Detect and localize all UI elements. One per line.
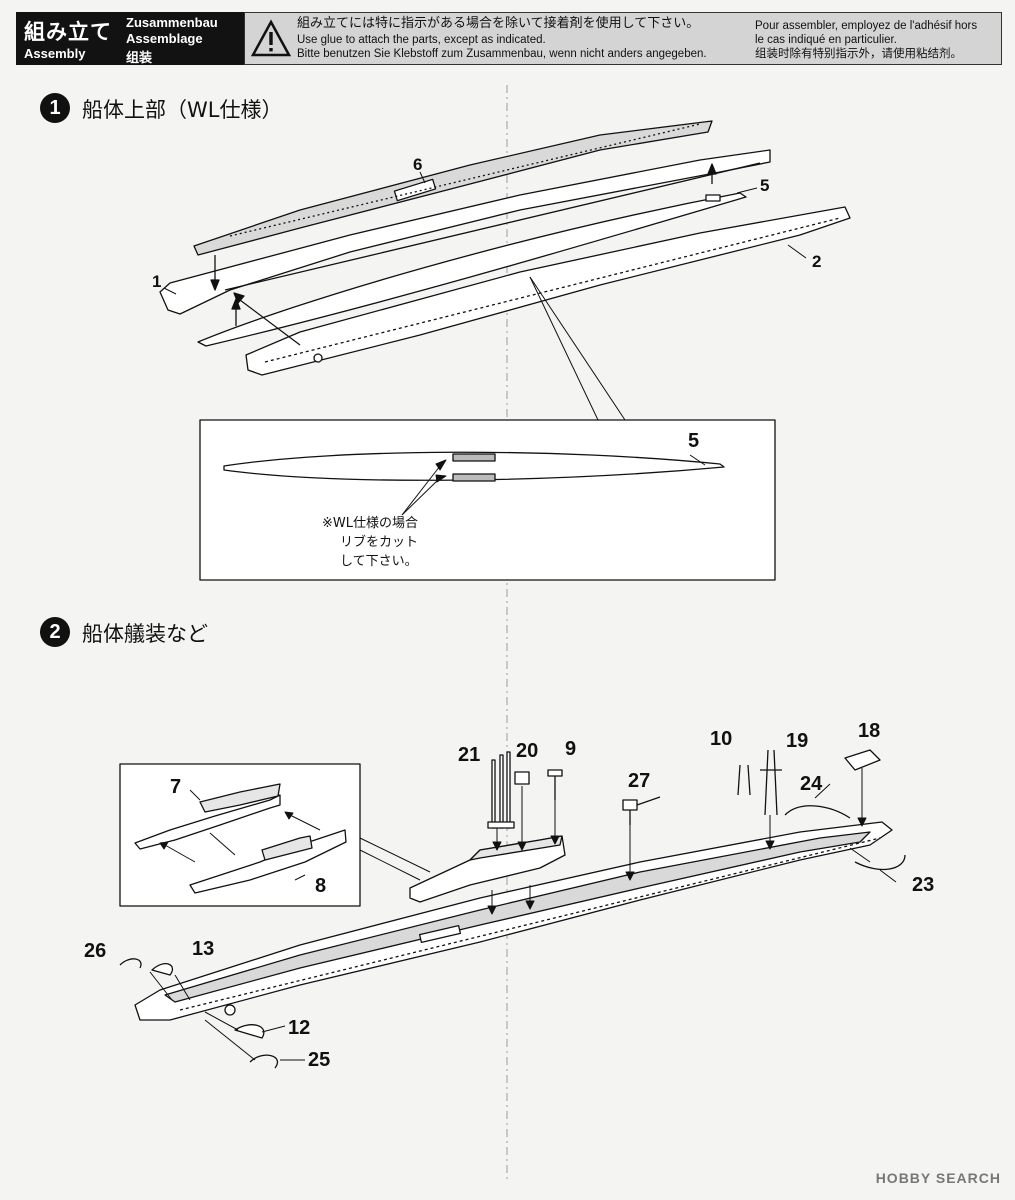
header-title-block: 組み立て Assembly Zusammenbau Assemblage 组装 bbox=[16, 12, 244, 65]
part-label-18: 18 bbox=[858, 720, 881, 742]
step2-main-hull bbox=[134, 821, 893, 1021]
part-label-24: 24 bbox=[800, 773, 823, 795]
part-label-21: 21 bbox=[458, 744, 481, 766]
step2-title: 船体艤装など bbox=[82, 622, 208, 646]
step2-number: 2 bbox=[40, 617, 70, 647]
part-6-deck bbox=[193, 120, 713, 256]
part-label-19: 19 bbox=[786, 730, 809, 752]
inset-part-label-5: 5 bbox=[688, 430, 700, 452]
step1-note-line-1: ※WL仕様の場合 bbox=[322, 516, 418, 531]
conning-tower bbox=[409, 835, 566, 903]
step1-note-line-2: リブをカット bbox=[340, 535, 419, 550]
step1-arrows bbox=[210, 163, 717, 346]
warning-text-de: Bitte benutzen Sie Klebstoff zum Zusamme… bbox=[297, 48, 707, 60]
part-label-20: 20 bbox=[516, 740, 539, 762]
part-2-hull bbox=[245, 206, 851, 376]
part-label-8: 8 bbox=[315, 875, 327, 897]
part-27 bbox=[622, 796, 661, 825]
warning-text-cn: 组装时除有特别指示外，请使用粘结剂。 bbox=[755, 48, 962, 60]
header-warning-block: 組み立てには特に指示がある場合を除いて接着剤を使用して下さい。 Use glue… bbox=[244, 12, 1002, 65]
part-10 bbox=[737, 764, 751, 796]
part-label-13: 13 bbox=[192, 938, 215, 960]
warning-text-fr-2: le cas indiqué en particulier. bbox=[755, 34, 897, 46]
header-lang-cn: 组装 bbox=[126, 50, 153, 65]
warning-text-en: Use glue to attach the parts, except as … bbox=[297, 34, 546, 46]
part-1-hull bbox=[159, 149, 771, 315]
part-label-27: 27 bbox=[628, 770, 651, 792]
step1-title: 船体上部（WL仕様） bbox=[82, 98, 283, 122]
watermark: HOBBY SEARCH bbox=[875, 1170, 1001, 1186]
part-label-10: 10 bbox=[710, 728, 733, 750]
part-24 bbox=[784, 805, 851, 819]
part-label-6: 6 bbox=[413, 155, 423, 174]
step1-note-line-3: して下さい。 bbox=[340, 554, 418, 569]
part-9 bbox=[547, 769, 563, 800]
part-23 bbox=[854, 854, 906, 871]
part-label-1: 1 bbox=[152, 272, 162, 291]
part-19 bbox=[760, 749, 782, 816]
part-18 bbox=[844, 749, 881, 771]
part-5-plate bbox=[197, 192, 747, 347]
header-lang-fr: Assemblage bbox=[126, 31, 203, 46]
warning-text-fr-1: Pour assembler, employez de l'adhésif ho… bbox=[755, 20, 978, 32]
part-label-26: 26 bbox=[84, 940, 107, 962]
step1-inset-box bbox=[199, 419, 776, 581]
part-label-5: 5 bbox=[760, 176, 770, 195]
warning-icon bbox=[251, 19, 291, 57]
part-26 bbox=[119, 958, 142, 969]
part-label-9: 9 bbox=[565, 738, 577, 760]
part-20 bbox=[514, 771, 530, 785]
part-label-23: 23 bbox=[912, 874, 935, 896]
step1-number: 1 bbox=[40, 93, 70, 123]
part-13 bbox=[151, 963, 174, 976]
part-12 bbox=[234, 1024, 265, 1039]
header-title-jp: 組み立て bbox=[24, 20, 112, 44]
header-title-en: Assembly bbox=[24, 46, 86, 61]
warning-text-jp: 組み立てには特に指示がある場合を除いて接着剤を使用して下さい。 bbox=[297, 16, 700, 31]
part-label-2: 2 bbox=[812, 252, 822, 271]
part-label-25: 25 bbox=[308, 1049, 331, 1071]
part-21-masts bbox=[487, 751, 515, 829]
step2-arrows bbox=[149, 768, 871, 1061]
part-25 bbox=[249, 1054, 278, 1069]
part-label-12: 12 bbox=[288, 1017, 311, 1039]
part-label-7: 7 bbox=[170, 776, 182, 798]
header-lang-de: Zusammenbau bbox=[126, 15, 218, 30]
